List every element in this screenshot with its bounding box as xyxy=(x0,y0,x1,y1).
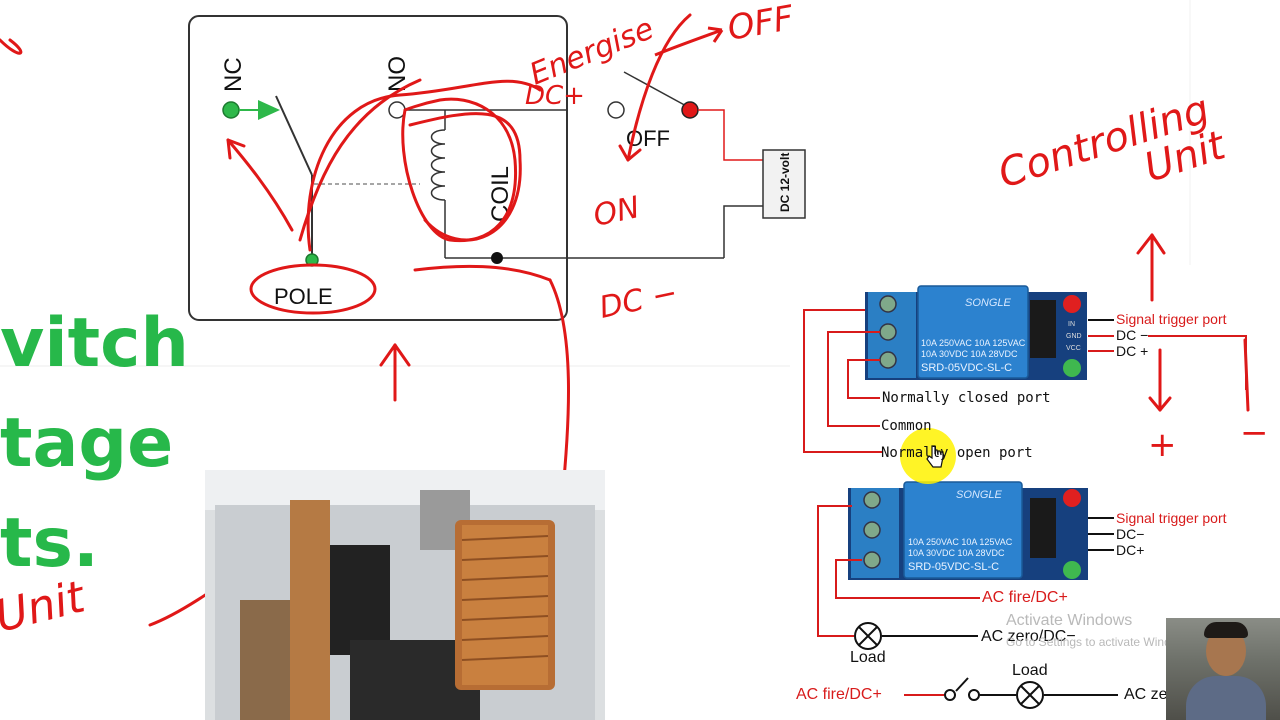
module-top-rating1: 10A 250VAC 10A 125VAC xyxy=(921,338,1026,348)
bottom-dc-minus-label: DC− xyxy=(1116,526,1145,542)
arrow-off-annotation: OFF xyxy=(725,0,797,49)
common-port-label: Common xyxy=(881,418,932,434)
module-top-model: SRD-05VDC-SL-C xyxy=(921,362,1012,374)
module-bottom-rating2: 10A 30VDC 10A 28VDC xyxy=(908,548,1005,558)
nc-port-label: Normally closed port xyxy=(882,390,1051,406)
red-ink-annotations xyxy=(0,13,1250,717)
cursor-hand-icon xyxy=(926,445,944,468)
load-label-2: Load xyxy=(1012,662,1048,679)
top-dc-plus-label: DC + xyxy=(1116,343,1149,359)
no-port-label: Normally open port xyxy=(881,445,1033,461)
ac-zero-label-1: AC zero/DC− xyxy=(981,628,1076,645)
lamp-load-icon-2 xyxy=(1016,681,1044,709)
ac-fire-label-2: AC fire/DC+ xyxy=(796,686,882,703)
lamp-load-icon xyxy=(854,622,882,650)
nc-label: NC xyxy=(220,57,247,92)
battery-icon xyxy=(762,149,806,219)
switch-contact-a xyxy=(944,689,956,701)
minus-annotation: − xyxy=(1240,413,1269,453)
module-top-wiring xyxy=(803,309,1247,453)
module-top-pin-vcc: VCC xyxy=(1066,345,1081,352)
plus-annotation: + xyxy=(1148,425,1177,465)
relay-schematic xyxy=(188,15,806,321)
top-signal-trigger-label: Signal trigger port xyxy=(1116,311,1227,327)
module-top-brand: SONGLE xyxy=(965,297,1012,309)
pole-label: POLE xyxy=(274,284,333,309)
bottom-dc-plus-label: DC+ xyxy=(1116,542,1145,558)
pointer-highlight xyxy=(900,428,956,484)
nc-contact-dot xyxy=(222,101,240,119)
module-top-pin-in: IN xyxy=(1068,321,1075,328)
module-top-pin-gnd: GND xyxy=(1066,333,1082,340)
relay-module-top xyxy=(865,285,1087,380)
presenter-shirt xyxy=(1186,676,1266,720)
dc-minus-annotation: DC − xyxy=(596,275,680,326)
presenter-hair xyxy=(1204,622,1248,638)
module-bottom-model: SRD-05VDC-SL-C xyxy=(908,561,999,573)
relay-module-bottom xyxy=(848,481,1088,580)
relay-photo xyxy=(205,470,605,720)
watermark-title: Activate Windows xyxy=(1006,612,1133,629)
ac-fire-label-1: AC fire/DC+ xyxy=(982,589,1068,606)
switch-contact-icon xyxy=(275,95,313,176)
switch-contact-b xyxy=(968,689,980,701)
bottom-signal-trigger-label: Signal trigger port xyxy=(1116,510,1227,526)
off-contact-dot xyxy=(607,101,625,119)
copper-coil-icon xyxy=(455,520,555,690)
coil-icon xyxy=(430,110,446,258)
dc-switch-dot xyxy=(681,101,699,119)
module-bottom-brand: SONGLE xyxy=(956,489,1003,501)
module-bottom-rating1: 10A 250VAC 10A 125VAC xyxy=(908,537,1013,547)
dc-source-label: DC 12-volt xyxy=(778,153,792,212)
top-dc-minus-label: DC − xyxy=(1116,327,1149,343)
left-text-line1: vitch xyxy=(0,304,189,383)
load-label-1: Load xyxy=(850,649,886,666)
presenter-webcam xyxy=(1166,618,1280,720)
left-text-line2: tage xyxy=(0,404,174,483)
module-top-rating2: 10A 30VDC 10A 28VDC xyxy=(921,349,1018,359)
watermark-subtitle: Go to Settings to activate Windows. xyxy=(1006,635,1196,649)
module-bottom-wiring xyxy=(817,505,1118,696)
on-annotation: ON xyxy=(590,190,642,234)
left-text-line3: ts. xyxy=(0,504,99,583)
dc-plus-annotation: DC+ xyxy=(525,81,585,111)
ac-zero-label-2: AC ze xyxy=(1124,686,1168,703)
